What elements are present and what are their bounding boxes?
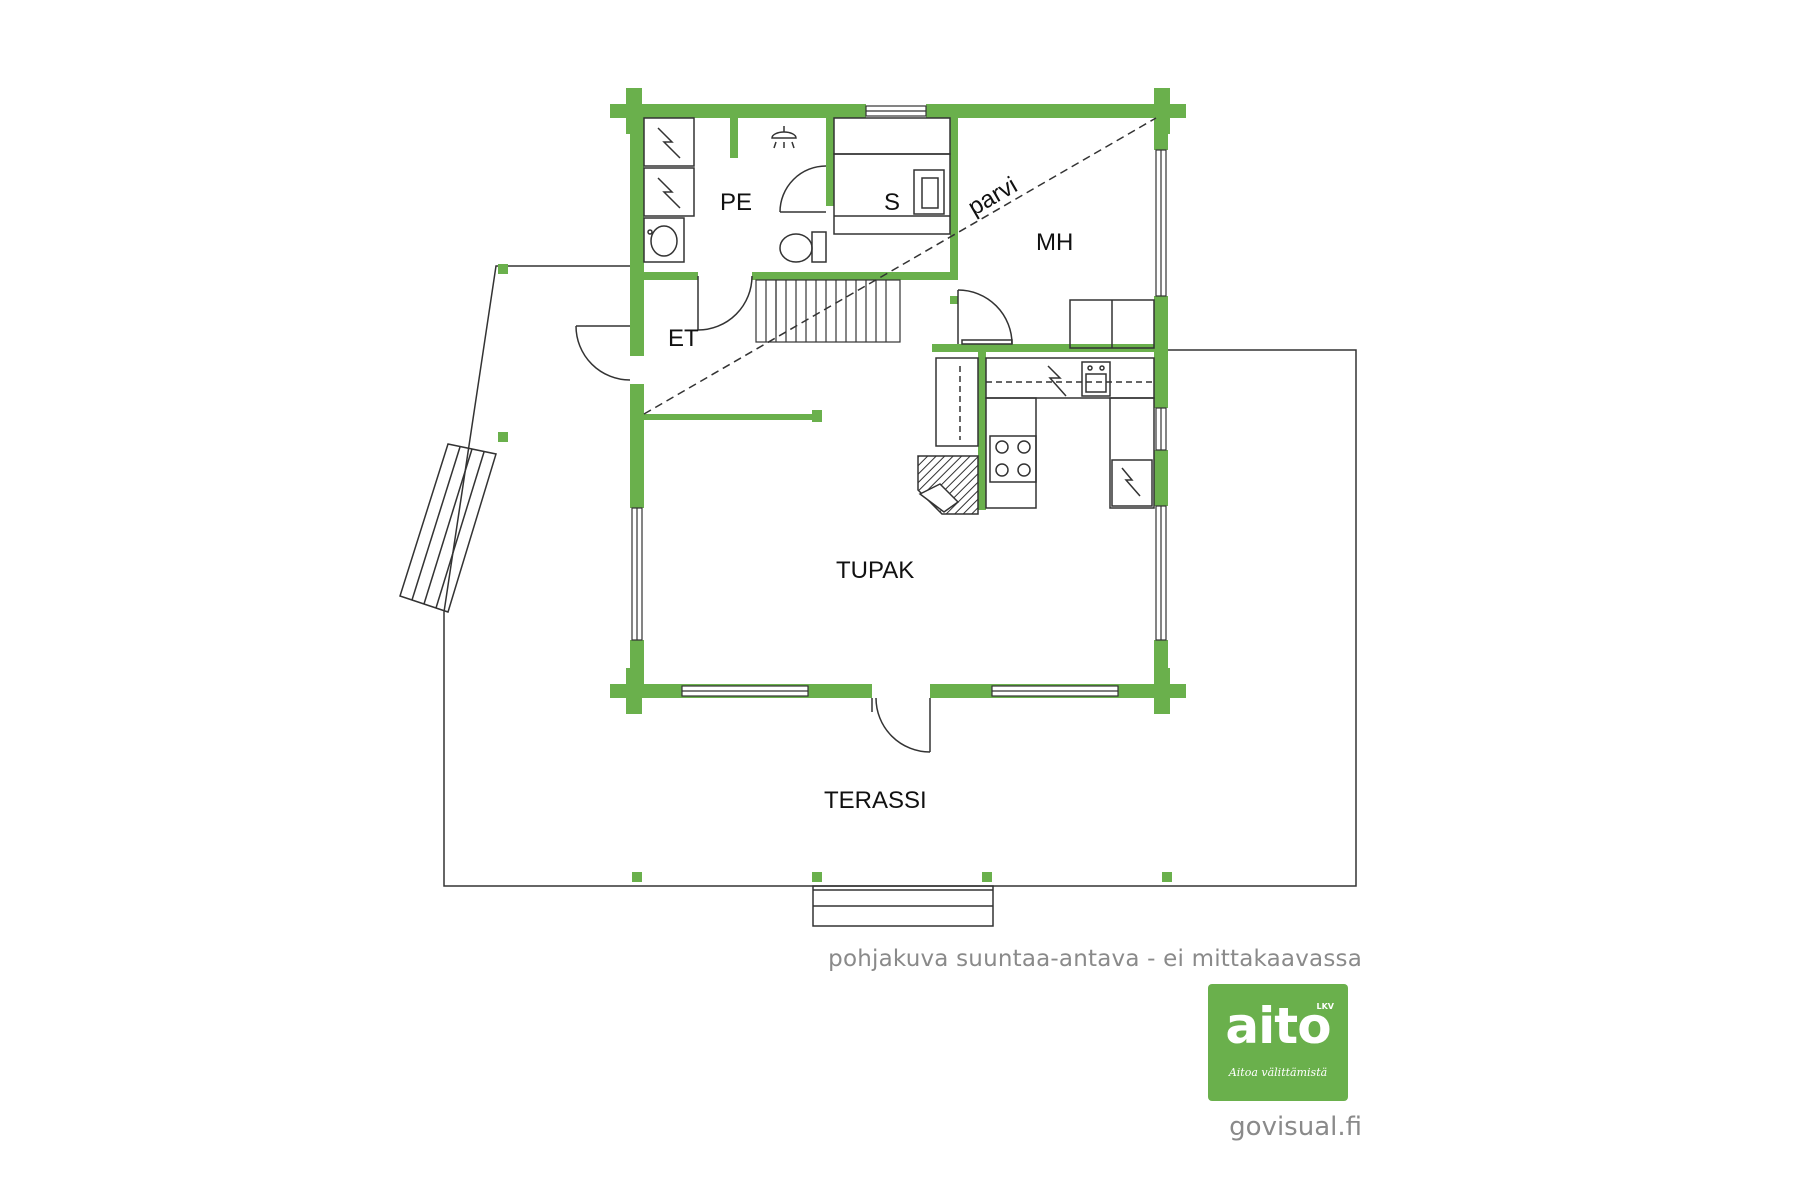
washbasin-icon — [643, 217, 685, 263]
aito-logo: aito LKV Aitoa välittämistä — [1208, 984, 1348, 1101]
room-label-mh: MH — [1036, 229, 1073, 256]
electric-outlet-icon — [1047, 365, 1067, 397]
kitchen — [935, 299, 1155, 509]
kitchen-cabinet — [935, 357, 979, 447]
walls — [610, 88, 1186, 714]
room-label-terassi: TERASSI — [824, 787, 927, 814]
sauna-stove-icon — [913, 169, 945, 215]
toilet-icon — [779, 231, 827, 263]
disclaimer-caption: pohjakuva suuntaa-antava - ei mittakaava… — [828, 946, 1362, 972]
terrace-stairs-left — [399, 443, 497, 613]
staircase — [755, 279, 901, 343]
electric-heater-icon — [643, 117, 695, 167]
room-label-et: ET — [668, 325, 699, 352]
room-label-s: S — [884, 189, 900, 216]
fireplace — [917, 455, 979, 515]
sauna-benches — [833, 117, 951, 235]
logo-wordmark: aito — [1225, 997, 1331, 1055]
website-label: govisual.fi — [1229, 1112, 1362, 1142]
bathroom-fixtures — [643, 117, 827, 263]
room-label-pe: PE — [720, 189, 752, 216]
shower-icon — [771, 126, 797, 149]
logo-tagline: Aitoa välittämistä — [1228, 1066, 1328, 1079]
loft-edge-line — [643, 117, 1157, 415]
fridge-icon — [1111, 459, 1153, 507]
doors — [575, 165, 1013, 753]
stove-icon — [989, 435, 1037, 483]
room-label-tupak: TUPAK — [836, 557, 914, 584]
electric-heater-icon — [643, 167, 695, 217]
logo-lkv: LKV — [1316, 1002, 1335, 1011]
windows — [631, 105, 1167, 697]
terrace-outline — [443, 265, 1357, 927]
sink-icon — [1081, 361, 1111, 397]
room-label-parvi: parvi — [964, 172, 1023, 221]
terrace-posts — [498, 264, 1172, 882]
